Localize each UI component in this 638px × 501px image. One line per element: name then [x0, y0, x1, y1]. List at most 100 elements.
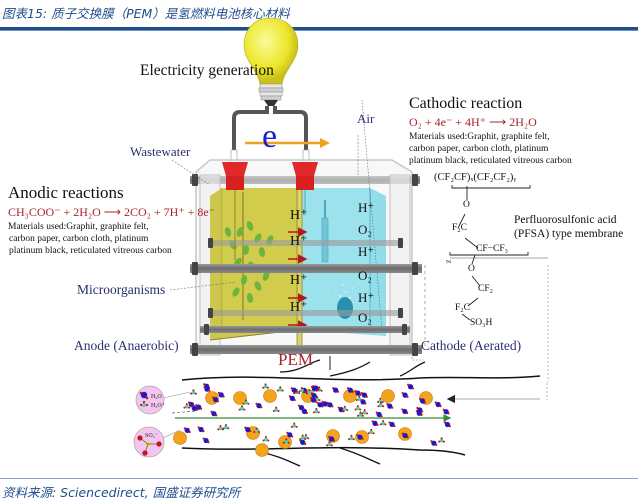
hydronium-hydrogen — [298, 392, 301, 395]
cathode-species: H⁺ — [358, 200, 375, 215]
cathodic-equation: O₂ + 4e⁻ + 4H⁺ ⟶ 2H₂O — [409, 115, 537, 129]
water-hydrogen — [203, 383, 206, 386]
hydronium-hydrogen — [359, 408, 362, 411]
figure-source: 资料来源: Sciencedirect, 国盛证券研究所 — [2, 485, 241, 500]
water-hydrogen — [356, 434, 359, 437]
pfsa-atom: O — [468, 264, 475, 274]
hydronium-ion — [218, 426, 223, 431]
sulfonate-group — [173, 431, 187, 445]
water-hydrogen — [210, 410, 213, 413]
hydronium-hydrogen — [304, 433, 307, 436]
hydronium-hydrogen — [359, 411, 362, 414]
water-hydrogen — [419, 397, 422, 400]
water-molecule — [300, 439, 306, 445]
water-hydrogen — [386, 403, 389, 406]
water-hydrogen — [359, 393, 362, 396]
electricity-generation-label: Electricity generation — [140, 62, 274, 79]
cathode-chamber — [302, 99, 386, 336]
water-molecule — [204, 386, 210, 392]
hydronium-hydrogen — [247, 402, 250, 405]
pfsa-backbone: (CF₂CF)ₓ(CF₂CF₂)ᵧ — [434, 172, 517, 183]
hydronium-ion — [240, 406, 244, 411]
hydronium-hydrogen — [264, 436, 267, 439]
hydronium-hydrogen — [281, 389, 284, 392]
cathodic-materials-line: carbon paper, carbon cloth, platinum — [409, 144, 549, 154]
water-molecule — [198, 426, 204, 433]
hydronium-hydrogen — [298, 390, 301, 393]
microorganisms-label: Microorganisms — [77, 282, 166, 297]
anodic-materials-line: carbon paper, carbon cloth, platinum — [9, 234, 149, 244]
water-hydrogen — [293, 398, 296, 402]
pfsa-atom: F₂C — [455, 303, 470, 313]
water-hydrogen — [354, 390, 357, 393]
water-hydrogen — [376, 423, 379, 427]
sulfonate-legend-circle: SO₃⁻ — [133, 426, 181, 458]
hydronium-hydrogen — [356, 405, 359, 408]
water-hydrogen — [212, 396, 215, 399]
water-molecule — [245, 426, 251, 433]
water-hydrogen — [316, 401, 319, 404]
cathodic-materials-line: Materials used:Graphit, graphite felt, — [409, 132, 550, 142]
pfsa-atom: F₂C — [452, 223, 467, 233]
hydronium-ion — [439, 438, 444, 443]
water-molecule — [213, 397, 219, 403]
hydronium-hydrogen — [221, 428, 224, 431]
water-hydrogen — [434, 401, 437, 404]
hydronium-hydrogen — [308, 389, 311, 392]
water-hydrogen — [406, 411, 409, 415]
water-hydrogen — [195, 408, 198, 412]
water-molecule — [357, 434, 363, 440]
hydronium-ion — [254, 429, 259, 433]
pfsa-atom: O — [463, 200, 470, 210]
light-bulb-icon — [243, 17, 299, 106]
cathode-species: H⁺ — [358, 244, 375, 259]
water-hydrogen — [222, 395, 225, 398]
water-hydrogen — [260, 406, 263, 409]
hydronium-hydrogen — [282, 441, 285, 444]
hydronium-ion — [244, 400, 248, 405]
hydronium-ion — [314, 409, 319, 414]
hydronium-hydrogen — [287, 441, 290, 444]
hydronium-hydrogen — [377, 405, 380, 408]
water-hydrogen — [305, 390, 308, 394]
water-hydrogen — [380, 415, 383, 418]
water-hydrogen — [188, 430, 191, 434]
water-molecule — [389, 421, 395, 428]
pfsa-z-subscript: z — [444, 259, 454, 264]
hydronium-hydrogen — [310, 392, 313, 395]
water-molecule — [376, 411, 382, 418]
water-hydrogen — [305, 411, 308, 415]
water-hydrogen — [388, 421, 391, 424]
hydronium-hydrogen — [326, 444, 329, 447]
hydronium-hydrogen — [357, 414, 360, 417]
water-molecule — [417, 407, 423, 413]
hydronium-hydrogen — [277, 410, 280, 413]
water-hydrogen — [406, 436, 409, 439]
water-molecule — [203, 437, 209, 444]
hydronium-hydrogen — [304, 437, 307, 440]
hydronium-hydrogen — [275, 406, 278, 409]
water-hydrogen — [375, 411, 378, 414]
water-hydrogen — [195, 404, 198, 407]
water-hydrogen — [435, 443, 438, 446]
hydronium-hydrogen — [381, 401, 384, 404]
water-hydrogen — [202, 437, 205, 440]
hydronium-hydrogen — [318, 386, 321, 389]
hydronium-ion — [278, 387, 283, 392]
pem-label: PEM — [278, 350, 313, 369]
hydronium-ion — [327, 442, 332, 447]
water-molecule — [372, 420, 378, 426]
water-hydrogen — [391, 406, 394, 409]
hydronium-hydrogen — [355, 398, 358, 401]
hydronium-hydrogen — [267, 439, 270, 442]
water-hydrogen — [371, 420, 374, 423]
water-hydrogen — [332, 439, 336, 442]
water-hydrogen — [208, 389, 211, 392]
water-hydrogen — [249, 430, 252, 433]
water-hydrogen — [423, 401, 427, 404]
water-molecule — [435, 401, 441, 408]
membrane-proton: H⁺ — [290, 208, 308, 223]
sulfonate-group — [233, 391, 247, 405]
hydronium-hydrogen — [382, 405, 385, 408]
hydronium-hydrogen — [227, 427, 230, 430]
